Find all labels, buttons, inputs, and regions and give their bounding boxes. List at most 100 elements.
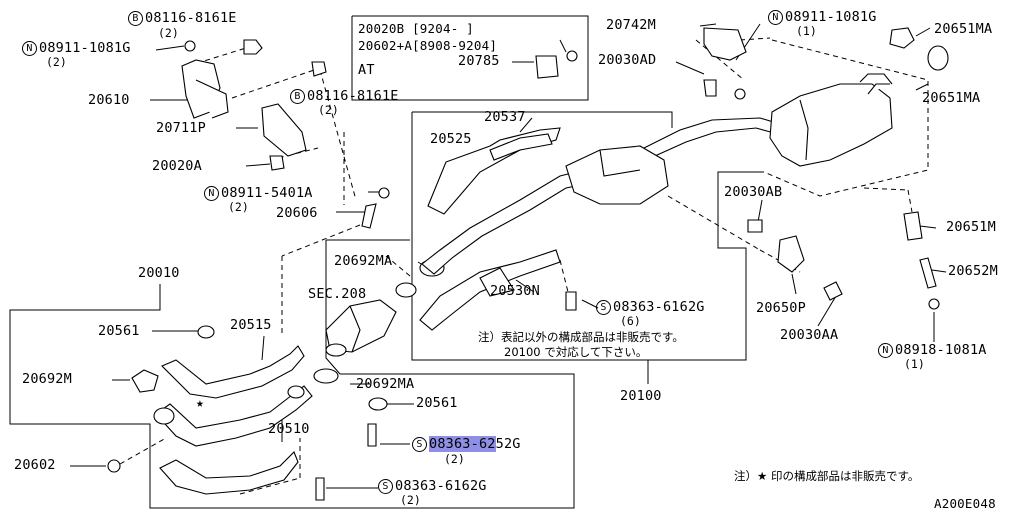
- gasket-20692m: [131, 369, 159, 393]
- spring-20561-a: [197, 325, 215, 339]
- pre-muffler: [565, 145, 669, 205]
- mount-20651m: [903, 211, 923, 241]
- box-line-2: 20602+A[8908-9204]: [358, 38, 498, 53]
- label-20030ab[interactable]: 20030AB: [724, 184, 783, 200]
- heat-shield-lower: [159, 451, 299, 495]
- heat-shield-20525: [427, 127, 561, 215]
- label-20785[interactable]: 20785: [458, 53, 500, 69]
- qty-08116-8161e-top: (2): [158, 26, 179, 40]
- label-20652m[interactable]: 20652M: [948, 263, 998, 279]
- qty-08363-6162g-mid: (6): [620, 314, 641, 328]
- star-mark: ★: [196, 396, 205, 411]
- nut-marker-icon: N: [768, 10, 783, 25]
- label-20525[interactable]: 20525: [430, 131, 472, 147]
- label-20010[interactable]: 20010: [138, 265, 180, 281]
- frame-20010: [9, 284, 575, 509]
- star-note: 注）★ 印の構成部品は非販売です。: [734, 469, 920, 483]
- gasket-20692ma-lower: [313, 368, 339, 384]
- label-20030ad[interactable]: 20030AD: [598, 52, 657, 68]
- diagram-code: A200E048: [934, 496, 996, 510]
- nut-marker-icon: N: [878, 343, 893, 358]
- screw-marker-icon: S: [412, 437, 427, 452]
- bracket-20742m: [703, 27, 747, 61]
- label-20651ma-2[interactable]: 20651MA: [922, 90, 981, 106]
- stud-20606: [361, 203, 377, 229]
- label-20602[interactable]: 20602: [14, 457, 56, 473]
- bolt-20020a: [269, 155, 285, 171]
- front-pipe-20515: [161, 345, 305, 399]
- label-20100[interactable]: 20100: [620, 388, 662, 404]
- label-20530n[interactable]: 20530N: [490, 283, 540, 299]
- bolt-08363-6162g-low: [315, 477, 325, 501]
- screw-marker-icon: S: [596, 300, 611, 315]
- label-20692ma-upper[interactable]: 20692MA: [334, 253, 393, 269]
- box-line-1: 20020B [9204- ]: [358, 21, 474, 36]
- nut-08911-5401a: [378, 187, 390, 199]
- highlight-text: 08363-62: [429, 436, 496, 452]
- qty-08116-8161e-mid: (2): [318, 103, 339, 117]
- nut-20602: [107, 459, 121, 473]
- mount-20651ma-1: [889, 27, 915, 49]
- screw-marker-icon: S: [378, 479, 393, 494]
- nut-08918: [928, 298, 940, 310]
- bolt-08116-top: [243, 39, 263, 55]
- frame-muffler: [763, 39, 929, 197]
- bolt-08363-6252g: [367, 423, 377, 447]
- main-muffler: [769, 83, 893, 167]
- frame-lines: [9, 15, 929, 509]
- bolt-20030ab: [747, 219, 763, 233]
- box-at-label: AT: [358, 62, 375, 78]
- qty-08363-6252g: (2): [444, 452, 465, 466]
- label-20651m[interactable]: 20651M: [946, 219, 996, 235]
- label-20742m[interactable]: 20742M: [606, 17, 656, 33]
- bolt-marker-icon: B: [128, 11, 143, 26]
- label-20606[interactable]: 20606: [276, 205, 318, 221]
- bolt-marker-icon: B: [290, 89, 305, 104]
- heat-shield-20530n: [419, 249, 561, 331]
- front-pipe-20510: [155, 385, 313, 447]
- label-20650p[interactable]: 20650P: [756, 300, 806, 316]
- label-20651ma-1[interactable]: 20651MA: [934, 21, 993, 37]
- label-20510[interactable]: 20510: [268, 421, 310, 437]
- frame-20100: [411, 112, 764, 361]
- nut-08911-left: [184, 40, 196, 52]
- bracket-20711p: [261, 103, 307, 157]
- rod-20652m: [919, 257, 937, 289]
- label-20692m[interactable]: 20692M: [22, 371, 72, 387]
- qty-08918-1081a: (1): [904, 357, 925, 371]
- part-shapes: [107, 27, 949, 501]
- label-20030aa[interactable]: 20030AA: [780, 327, 839, 343]
- bolt-20030ad: [703, 79, 717, 97]
- label-20692ma-lower[interactable]: 20692MA: [356, 376, 415, 392]
- mount-20651ma-2: [927, 45, 949, 71]
- label-20020a[interactable]: 20020A: [152, 158, 202, 174]
- label-20537[interactable]: 20537: [484, 109, 526, 125]
- box-at: [351, 15, 589, 101]
- hanger-20650p: [777, 235, 805, 273]
- nut-marker-icon: N: [204, 186, 219, 201]
- spring-20561-b: [368, 397, 388, 411]
- qty-08911-5401a: (2): [228, 200, 249, 214]
- note-line-2: 20100 で対応して下さい。: [504, 345, 648, 359]
- label-20561-a[interactable]: 20561: [98, 323, 140, 339]
- label-20515[interactable]: 20515: [230, 317, 272, 333]
- label-20711p[interactable]: 20711P: [156, 120, 206, 136]
- label-sec208[interactable]: SEC.208: [308, 286, 367, 302]
- label-20610[interactable]: 20610: [88, 92, 130, 108]
- qty-08911-1081g-left: (2): [46, 55, 67, 69]
- note-line-1: 注）表記以外の構成部品は非販売です。: [478, 330, 684, 344]
- part-20785: [535, 55, 559, 79]
- bolt-08116-mid: [311, 61, 327, 77]
- label-20561-b[interactable]: 20561: [416, 395, 458, 411]
